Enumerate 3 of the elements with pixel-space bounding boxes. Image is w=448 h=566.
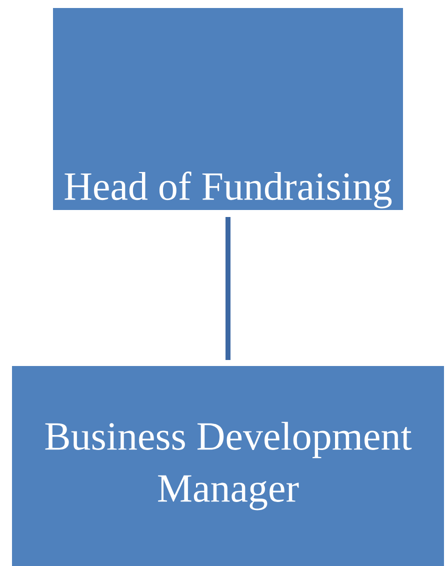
org-box: Head of Fundraising (53, 8, 403, 210)
connector-line (226, 217, 230, 360)
org-box: Business Development Manager (12, 366, 444, 566)
